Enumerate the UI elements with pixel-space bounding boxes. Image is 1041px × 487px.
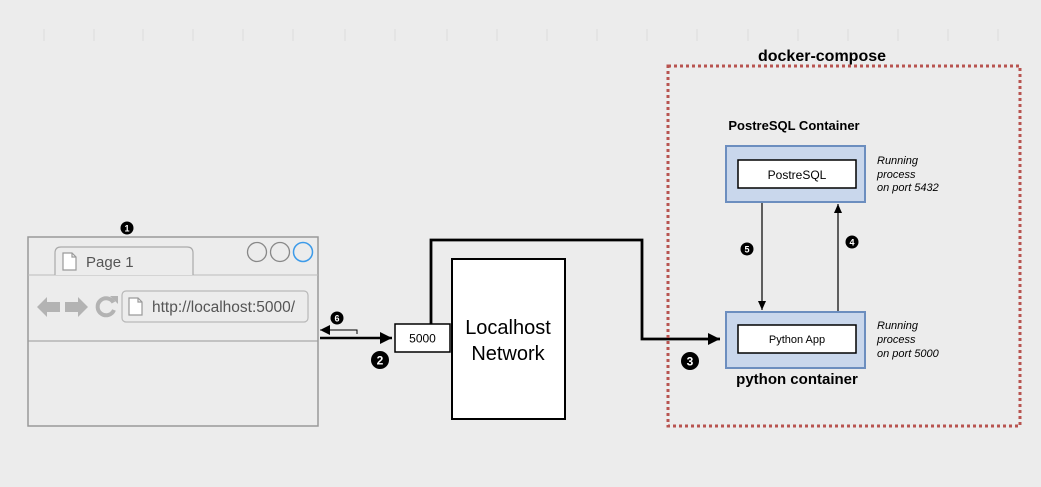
step-badge-2: 2 — [371, 351, 389, 369]
python-note-line1: Running — [877, 320, 919, 332]
postgres-note-line1: Running — [877, 155, 919, 167]
network-title-line2: Network — [471, 343, 545, 365]
arrow-network-to-python — [429, 238, 720, 345]
port-box — [394, 323, 451, 353]
top-ruler — [43, 29, 999, 41]
python-note-line3: on port 5000 — [877, 348, 940, 360]
python-process-box — [737, 324, 857, 354]
svg-text:1: 1 — [124, 224, 129, 234]
step-badge-4: 4 — [845, 235, 859, 249]
url-text: http://localhost:5000/ — [152, 299, 296, 316]
window-button-3[interactable] — [292, 241, 314, 263]
network-title-line1: Localhost — [465, 317, 551, 339]
step-badge-1: 1 — [120, 221, 134, 235]
reload-icon[interactable] — [95, 296, 118, 318]
python-container-title: python container — [736, 371, 858, 388]
docker-compose-boundary — [666, 64, 1022, 428]
svg-text:5: 5 — [744, 245, 749, 255]
svg-text:2: 2 — [377, 354, 384, 368]
window-button-2[interactable] — [269, 241, 291, 263]
python-note-line2: process — [876, 334, 916, 346]
arrow-port-to-browser — [332, 329, 358, 334]
browser-tab-label: Page 1 — [86, 254, 134, 271]
postgres-note-line3: on port 5432 — [877, 182, 939, 194]
step-badge-6: 6 — [330, 311, 344, 325]
page-icon — [62, 252, 77, 271]
port-label: 5000 — [409, 332, 436, 346]
svg-text:6: 6 — [334, 314, 339, 324]
postgres-container-title: PostreSQL Container — [728, 118, 859, 133]
svg-text:4: 4 — [849, 238, 854, 248]
window-button-1[interactable] — [246, 241, 268, 263]
svg-text:3: 3 — [687, 355, 694, 369]
left-arrow-icon[interactable] — [37, 297, 60, 317]
postgres-note-line2: process — [876, 169, 916, 181]
right-arrow-icon[interactable] — [65, 297, 88, 317]
postgres-process-box — [737, 159, 857, 189]
python-process-label: Python App — [769, 334, 825, 346]
localhost-network-box — [451, 258, 566, 420]
postgres-process-label: PostreSQL — [768, 168, 827, 182]
url-bar[interactable] — [121, 290, 309, 323]
browser-window: Page 1 http://localhost:5000/ — [27, 236, 319, 427]
step-badge-3: 3 — [681, 352, 699, 370]
docker-compose-title: docker-compose — [758, 48, 886, 65]
url-page-icon — [128, 297, 143, 316]
browser-tab[interactable] — [54, 246, 194, 275]
step-badge-5: 5 — [740, 242, 754, 256]
